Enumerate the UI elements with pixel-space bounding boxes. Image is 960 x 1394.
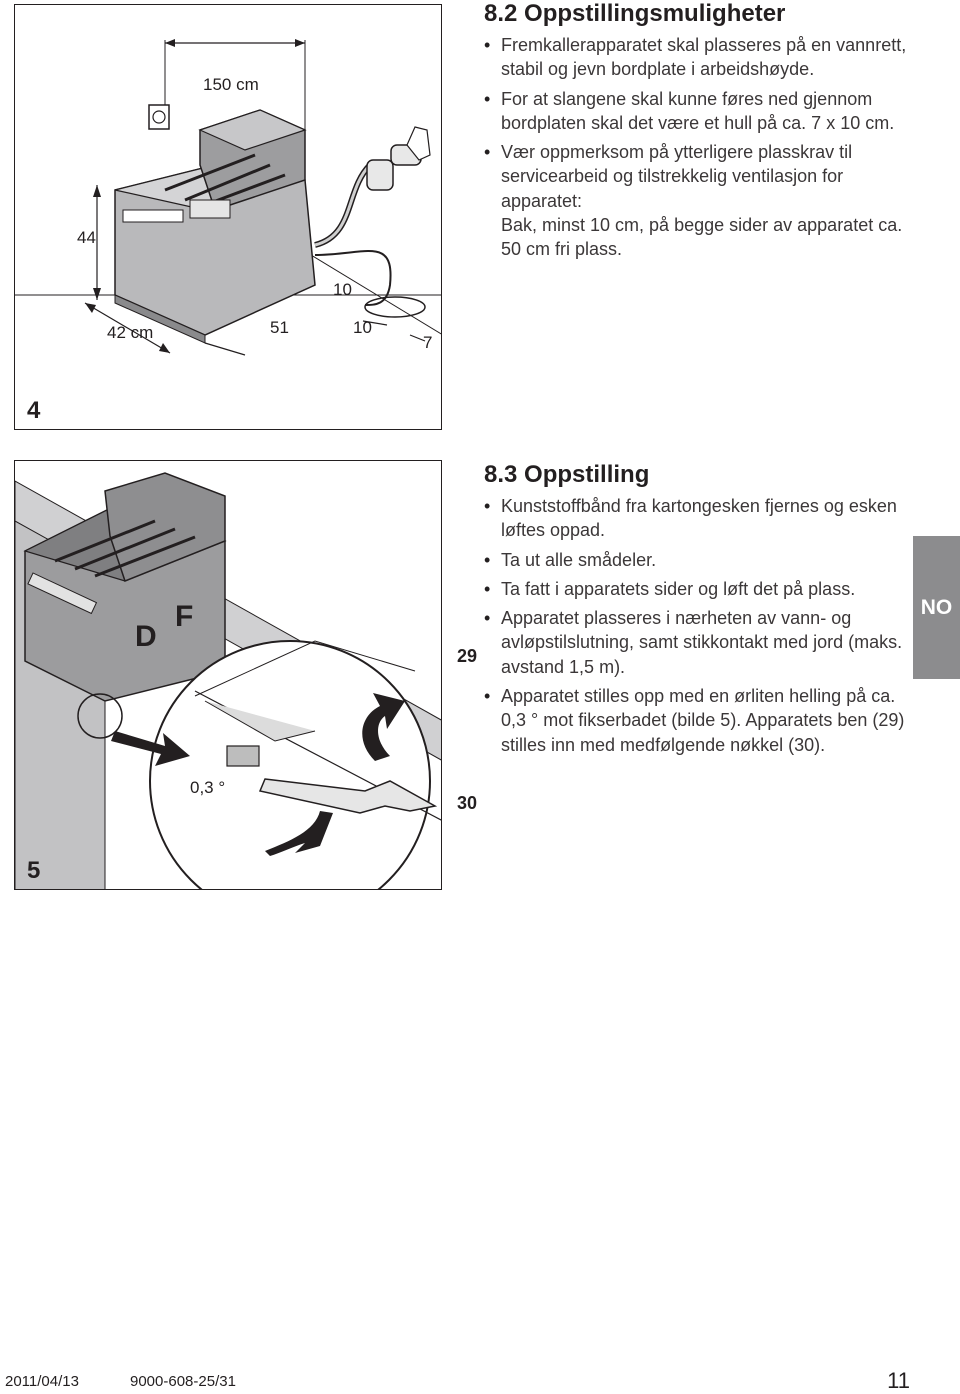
wrench-icon [258,778,438,814]
figure-4-number: 4 [27,397,41,424]
footer-date: 2011/04/13 [5,1373,79,1390]
list-item: Kunststoffbånd fra kartongesken fjernes … [484,494,924,543]
section-8-2-continuation: Bak, minst 10 cm, på begge sider av appa… [501,215,903,260]
magnified-detail [149,640,431,889]
list-item: Vær oppmerksom på ytterligere plasskrav … [484,140,924,213]
dim-10-lower: 10 [353,318,372,337]
dim-150cm: 150 cm [203,75,259,94]
figure-4-illustration: 150 cm 44 42 cm 51 10 10 7 [15,39,441,356]
section-8-3: 8.3 Oppstilling Kunststoffbånd fra karto… [484,461,924,757]
callout-29: 29 [457,646,478,666]
developer-machine-illustration [114,109,316,344]
footer-doc-id: 9000-608-25/31 [130,1373,236,1390]
list-item: Apparatet stilles opp med en ørliten hel… [484,684,924,757]
list-item: For at slangene skal kunne føres ned gje… [484,87,924,136]
label-f: F [175,600,193,633]
list-item: Fremkallerapparatet skal plasseres på en… [484,33,924,82]
dim-7: 7 [423,333,432,352]
list-item: Ta fatt i apparatets sider og løft det p… [484,577,924,602]
figure-4: 150 cm 44 42 cm 51 10 10 7 4 [14,4,442,430]
rotate-arrow-icon [362,693,405,761]
dim-42cm: 42 cm [107,323,153,342]
list-item: Apparatet plasseres i nærheten av vann- … [484,606,924,679]
section-8-2-title: 8.2 Oppstillingsmuligheter [484,0,786,27]
callout-30: 30 [457,793,478,813]
figure-5: D F 0,3 ° 5 [14,460,442,890]
language-tab: NO [913,536,960,679]
section-8-3-list: Kunststoffbånd fra kartongesken fjernes … [484,494,924,757]
section-8-3-title: 8.3 Oppstilling [484,461,650,488]
dim-10-upper: 10 [333,280,352,299]
list-item: Ta ut alle smådeler. [484,548,924,573]
wall-socket-icon [148,104,170,130]
section-8-2-list: Fremkallerapparatet skal plasseres på en… [484,33,924,213]
section-8-2: 8.2 Oppstillingsmuligheter Fremkallerapp… [484,0,924,262]
water-tap-and-hose-illustration [314,126,431,318]
figure-5-number: 5 [27,857,41,884]
adjustable-foot-icon [226,745,260,767]
figure-5-illustration: D F 0,3 ° [15,472,441,889]
rotate-arrow-icon [265,811,333,856]
page-number: 11 [887,1368,910,1393]
label-d: D [135,620,157,653]
developer-machine-illustration: D F [23,472,227,702]
detail-marker [77,693,123,739]
dim-44: 44 [77,228,96,247]
angle-label: 0,3 ° [190,778,225,797]
dim-51: 51 [270,318,289,337]
pointer-arrow-icon [111,731,190,766]
